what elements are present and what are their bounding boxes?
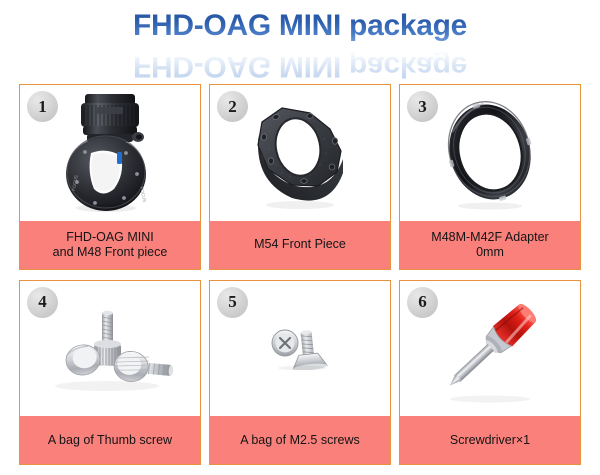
thumb-screws-photo: [55, 311, 174, 392]
screwdriver-photo: [449, 304, 537, 403]
card-6-label: Screwdriver×1: [400, 416, 580, 464]
item-number-badge-2: 2: [217, 91, 248, 122]
page-title-block: FHD-OAG MINI package FHD-OAG MINI packag…: [0, 8, 600, 83]
package-contents-grid: 1: [19, 84, 581, 465]
card-5-label: A bag of M2.5 screws: [210, 416, 390, 464]
card-3-label: M48M-M42F Adapter 0mm: [400, 220, 580, 269]
package-item-card-2[interactable]: 2: [209, 84, 391, 270]
page-title-reflection: FHD-OAG MINI package: [0, 48, 600, 84]
svg-text:FOCUS: FOCUS: [71, 175, 79, 191]
item-number-badge-3: 3: [407, 91, 438, 122]
card-3-image-area: 3: [400, 85, 580, 221]
card-1-label: FHD-OAG MINI and M48 Front piece: [20, 220, 200, 269]
card-5-image-area: 5: [210, 281, 390, 417]
package-item-card-1[interactable]: 1: [19, 84, 201, 270]
m54-front-piece-photo: [257, 107, 343, 209]
card-2-label: M54 Front Piece: [210, 220, 390, 269]
item-number-badge-5: 5: [217, 286, 248, 318]
card-4-image-area: 4: [20, 281, 200, 417]
package-item-card-4[interactable]: 4: [19, 279, 201, 465]
package-item-card-5[interactable]: 5: [209, 279, 391, 465]
item-number-badge-6: 6: [407, 286, 438, 318]
card-1-image-area: 1: [20, 85, 200, 221]
m48m-m42f-adapter-ring-photo: [447, 100, 532, 210]
m25-screws-photo: [271, 329, 328, 371]
item-number-badge-4: 4: [27, 286, 58, 318]
page-title: FHD-OAG MINI package: [132, 9, 468, 42]
fhd-oag-mini-with-m48-front-piece-photo: FOCUS FOCUS: [66, 93, 147, 212]
svg-text:FOCUS: FOCUS: [139, 186, 147, 202]
package-item-card-6[interactable]: 6: [399, 279, 581, 465]
card-4-label: A bag of Thumb screw: [20, 416, 200, 464]
card-6-image-area: 6: [400, 281, 580, 417]
item-number-badge-1: 1: [27, 91, 58, 122]
package-item-card-3[interactable]: 3: [399, 84, 581, 270]
card-2-image-area: 2: [210, 85, 390, 221]
